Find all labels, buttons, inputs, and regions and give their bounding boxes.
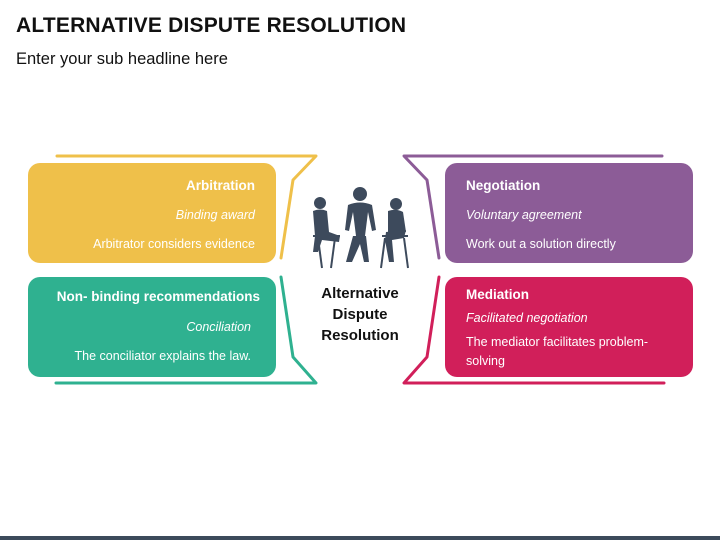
page-title: ALTERNATIVE DISPUTE RESOLUTION xyxy=(16,14,407,37)
card-arbitration: Arbitration Binding award Arbitrator con… xyxy=(28,163,276,263)
card-negotiation-subheading: Voluntary agreement xyxy=(466,208,582,222)
card-non-binding-heading: Non- binding recommendations xyxy=(56,289,260,304)
bracket-non-binding xyxy=(54,275,318,385)
bracket-arbitration xyxy=(55,154,318,260)
card-non-binding-description: The conciliator explains the law. xyxy=(74,349,251,363)
center-label-line3: Resolution xyxy=(321,327,399,344)
card-negotiation-heading: Negotiation xyxy=(466,178,541,193)
card-mediation-description-line1: The mediator facilitates problem- xyxy=(466,335,649,349)
center-label-line1: Alternative xyxy=(321,285,399,302)
card-arbitration-subheading: Binding award xyxy=(175,208,255,222)
footer-bar xyxy=(0,536,720,540)
bracket-mediation xyxy=(402,275,666,385)
card-arbitration-description: Arbitrator considers evidence xyxy=(93,237,255,251)
card-negotiation: Negotiation Voluntary agreement Work out… xyxy=(445,163,693,263)
card-non-binding: Non- binding recommendations Conciliatio… xyxy=(28,277,276,377)
card-mediation-heading: Mediation xyxy=(466,287,529,302)
center-label: Alternative Dispute Resolution xyxy=(300,283,420,346)
card-arbitration-heading: Arbitration xyxy=(186,178,255,193)
center-label-line2: Dispute xyxy=(332,306,388,323)
page-subtitle: Enter your sub headline here xyxy=(16,50,228,68)
bracket-negotiation xyxy=(402,154,664,260)
card-mediation-subheading: Facilitated negotiation xyxy=(466,311,588,325)
card-negotiation-description: Work out a solution directly xyxy=(466,237,616,251)
card-mediation: Mediation Facilitated negotiation The me… xyxy=(445,277,693,377)
card-mediation-description-line2: solving xyxy=(466,354,505,368)
card-non-binding-subheading: Conciliation xyxy=(186,320,251,334)
